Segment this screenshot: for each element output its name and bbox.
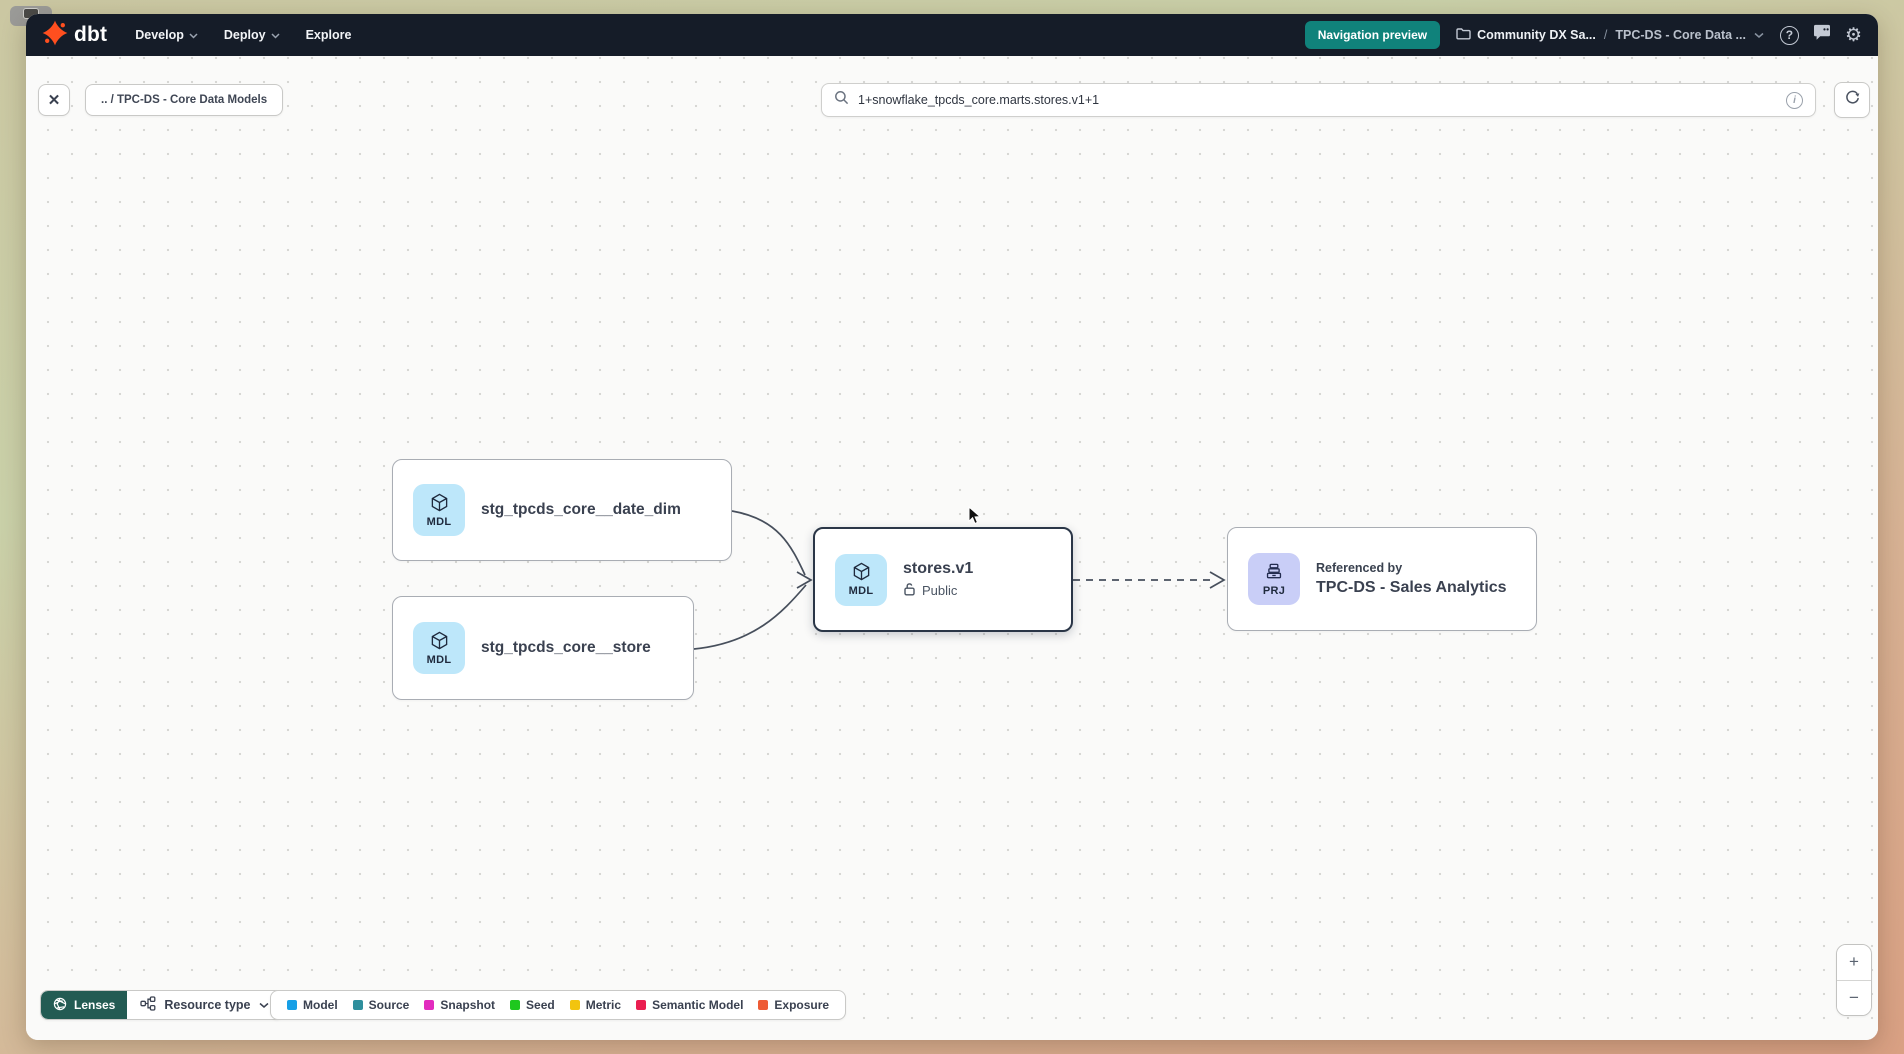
selector-search-input[interactable] <box>858 93 1777 107</box>
top-navbar: dbt Develop Deploy Explore Navigation pr… <box>26 14 1878 56</box>
node-label: stores.v1 <box>903 560 974 577</box>
legend-label: Source <box>368 998 410 1012</box>
resource-type-dropdown[interactable]: Resource type <box>127 991 282 1019</box>
edge-store-to-stores <box>693 584 807 650</box>
dbt-logo-icon <box>42 20 68 51</box>
project-node-sales-analytics[interactable]: PRJ Referenced by TPC-DS - Sales Analyti… <box>1227 527 1537 631</box>
nav-menu-explore[interactable]: Explore <box>306 28 352 42</box>
breadcrumb: Community DX Sa... / TPC-DS - Core Data … <box>1456 27 1764 43</box>
chevron-down-icon <box>259 998 269 1012</box>
lineage-canvas[interactable]: ✕ .. / TPC-DS - Core Data Models i <box>26 56 1878 1040</box>
drawer-stack-icon <box>1264 562 1284 584</box>
model-node-date-dim[interactable]: MDL stg_tpcds_core__date_dim <box>392 459 732 561</box>
resource-type-label: Resource type <box>164 998 251 1012</box>
feedback-chat-icon[interactable] <box>1812 24 1832 47</box>
badge-label: MDL <box>426 515 452 528</box>
legend-item-metric: Metric <box>569 998 622 1012</box>
chevron-down-icon <box>189 28 198 42</box>
legend-label: Exposure <box>774 998 830 1012</box>
nav-menu-deploy[interactable]: Deploy <box>224 28 280 42</box>
legend-label: Seed <box>526 998 555 1012</box>
project-badge: PRJ <box>1248 553 1300 605</box>
refresh-lineage-button[interactable] <box>1834 82 1870 118</box>
legend-swatch <box>569 1000 580 1010</box>
resource-graph-icon <box>140 996 156 1014</box>
folder-icon <box>1456 27 1471 43</box>
legend-swatch <box>287 1000 297 1010</box>
model-node-stores-v1-selected[interactable]: MDL stores.v1 Public <box>813 527 1073 632</box>
edge-date-dim-to-stores <box>731 510 806 576</box>
chevron-down-icon <box>271 28 280 42</box>
cube-icon <box>430 631 449 653</box>
legend-item-semantic-model: Semantic Model <box>636 998 743 1012</box>
node-text-column: stores.v1 Public <box>903 560 973 599</box>
node-label: stg_tpcds_core__store <box>481 639 651 656</box>
legend-label: Semantic Model <box>652 998 744 1012</box>
refresh-icon <box>1843 88 1862 112</box>
lineage-search-bar: i <box>821 83 1816 117</box>
edge-arrowhead <box>1209 571 1226 589</box>
chevron-down-icon[interactable] <box>1754 28 1764 42</box>
legend-item-source: Source <box>352 998 410 1012</box>
legend-label: Metric <box>585 998 622 1012</box>
legend-swatch <box>424 1000 435 1010</box>
app-window: dbt Develop Deploy Explore Navigation pr… <box>26 14 1878 1040</box>
unlock-icon <box>903 582 916 599</box>
close-lineage-button[interactable]: ✕ <box>38 84 70 116</box>
legend: Model Source Snapshot Seed Metric Semantic Mo… <box>270 990 847 1020</box>
zoom-control: + − <box>1836 944 1872 1016</box>
zoom-in-button[interactable]: + <box>1837 945 1871 981</box>
nav-menu-develop[interactable]: Develop <box>135 28 198 42</box>
dbt-logo-text: dbt <box>74 23 108 46</box>
navigation-preview-button[interactable]: Navigation preview <box>1304 21 1441 49</box>
legend-item-seed: Seed <box>510 998 555 1012</box>
account-breadcrumb[interactable]: Community DX Sa... <box>1456 27 1596 43</box>
cube-icon <box>852 562 871 584</box>
lens-icon <box>53 997 67 1014</box>
legend-label: Model <box>303 998 338 1012</box>
lineage-breadcrumb-chip[interactable]: .. / TPC-DS - Core Data Models <box>85 84 284 116</box>
legend-label: Snapshot <box>440 998 496 1012</box>
legend-swatch <box>510 1000 521 1010</box>
close-icon: ✕ <box>47 92 61 109</box>
model-badge: MDL <box>413 484 465 536</box>
project-breadcrumb[interactable]: TPC-DS - Core Data ... <box>1615 28 1746 42</box>
zoom-out-button[interactable]: − <box>1837 980 1871 1015</box>
nav-menu-explore-label: Explore <box>305 28 352 42</box>
breadcrumb-separator: / <box>1603 28 1608 42</box>
node-text-column: Referenced by TPC-DS - Sales Analytics <box>1316 561 1507 597</box>
legend-swatch <box>352 1000 363 1010</box>
node-label: stg_tpcds_core__date_dim <box>481 501 681 518</box>
node-label: TPC-DS - Sales Analytics <box>1316 579 1507 596</box>
cube-icon <box>430 493 449 515</box>
legend-item-exposure: Exposure <box>758 998 829 1012</box>
badge-label: MDL <box>426 653 452 666</box>
model-node-store[interactable]: MDL stg_tpcds_core__store <box>392 596 694 700</box>
gear-icon[interactable]: ⚙ <box>1844 24 1862 46</box>
nav-menu-develop-label: Develop <box>135 28 184 42</box>
access-label: Public <box>922 583 958 598</box>
legend-item-model: Model <box>287 998 338 1012</box>
navbar-right: Navigation preview Community DX Sa... / … <box>1304 21 1862 49</box>
nav-menu-deploy-label: Deploy <box>223 28 266 42</box>
model-badge: MDL <box>413 622 465 674</box>
info-icon[interactable]: i <box>1786 91 1803 109</box>
legend-swatch <box>758 1000 769 1010</box>
account-breadcrumb-label: Community DX Sa... <box>1477 28 1596 42</box>
legend-item-snapshot: Snapshot <box>424 998 495 1012</box>
node-kicker: Referenced by <box>1316 561 1403 575</box>
navbar-icon-group: ? ⚙ <box>1779 24 1862 47</box>
badge-label: MDL <box>848 585 874 597</box>
model-badge: MDL <box>835 553 887 606</box>
edge-arrowhead <box>796 571 813 589</box>
legend-swatch <box>636 1000 647 1010</box>
lenses-label: Lenses <box>74 998 116 1012</box>
node-access: Public <box>903 582 973 599</box>
help-icon[interactable]: ? <box>1779 25 1799 45</box>
lenses-control-group: Lenses Resource type <box>40 990 283 1020</box>
dbt-logo[interactable]: dbt <box>42 20 107 51</box>
search-icon <box>834 90 849 110</box>
badge-label: PRJ <box>1262 584 1286 597</box>
lenses-button[interactable]: Lenses <box>41 991 128 1019</box>
